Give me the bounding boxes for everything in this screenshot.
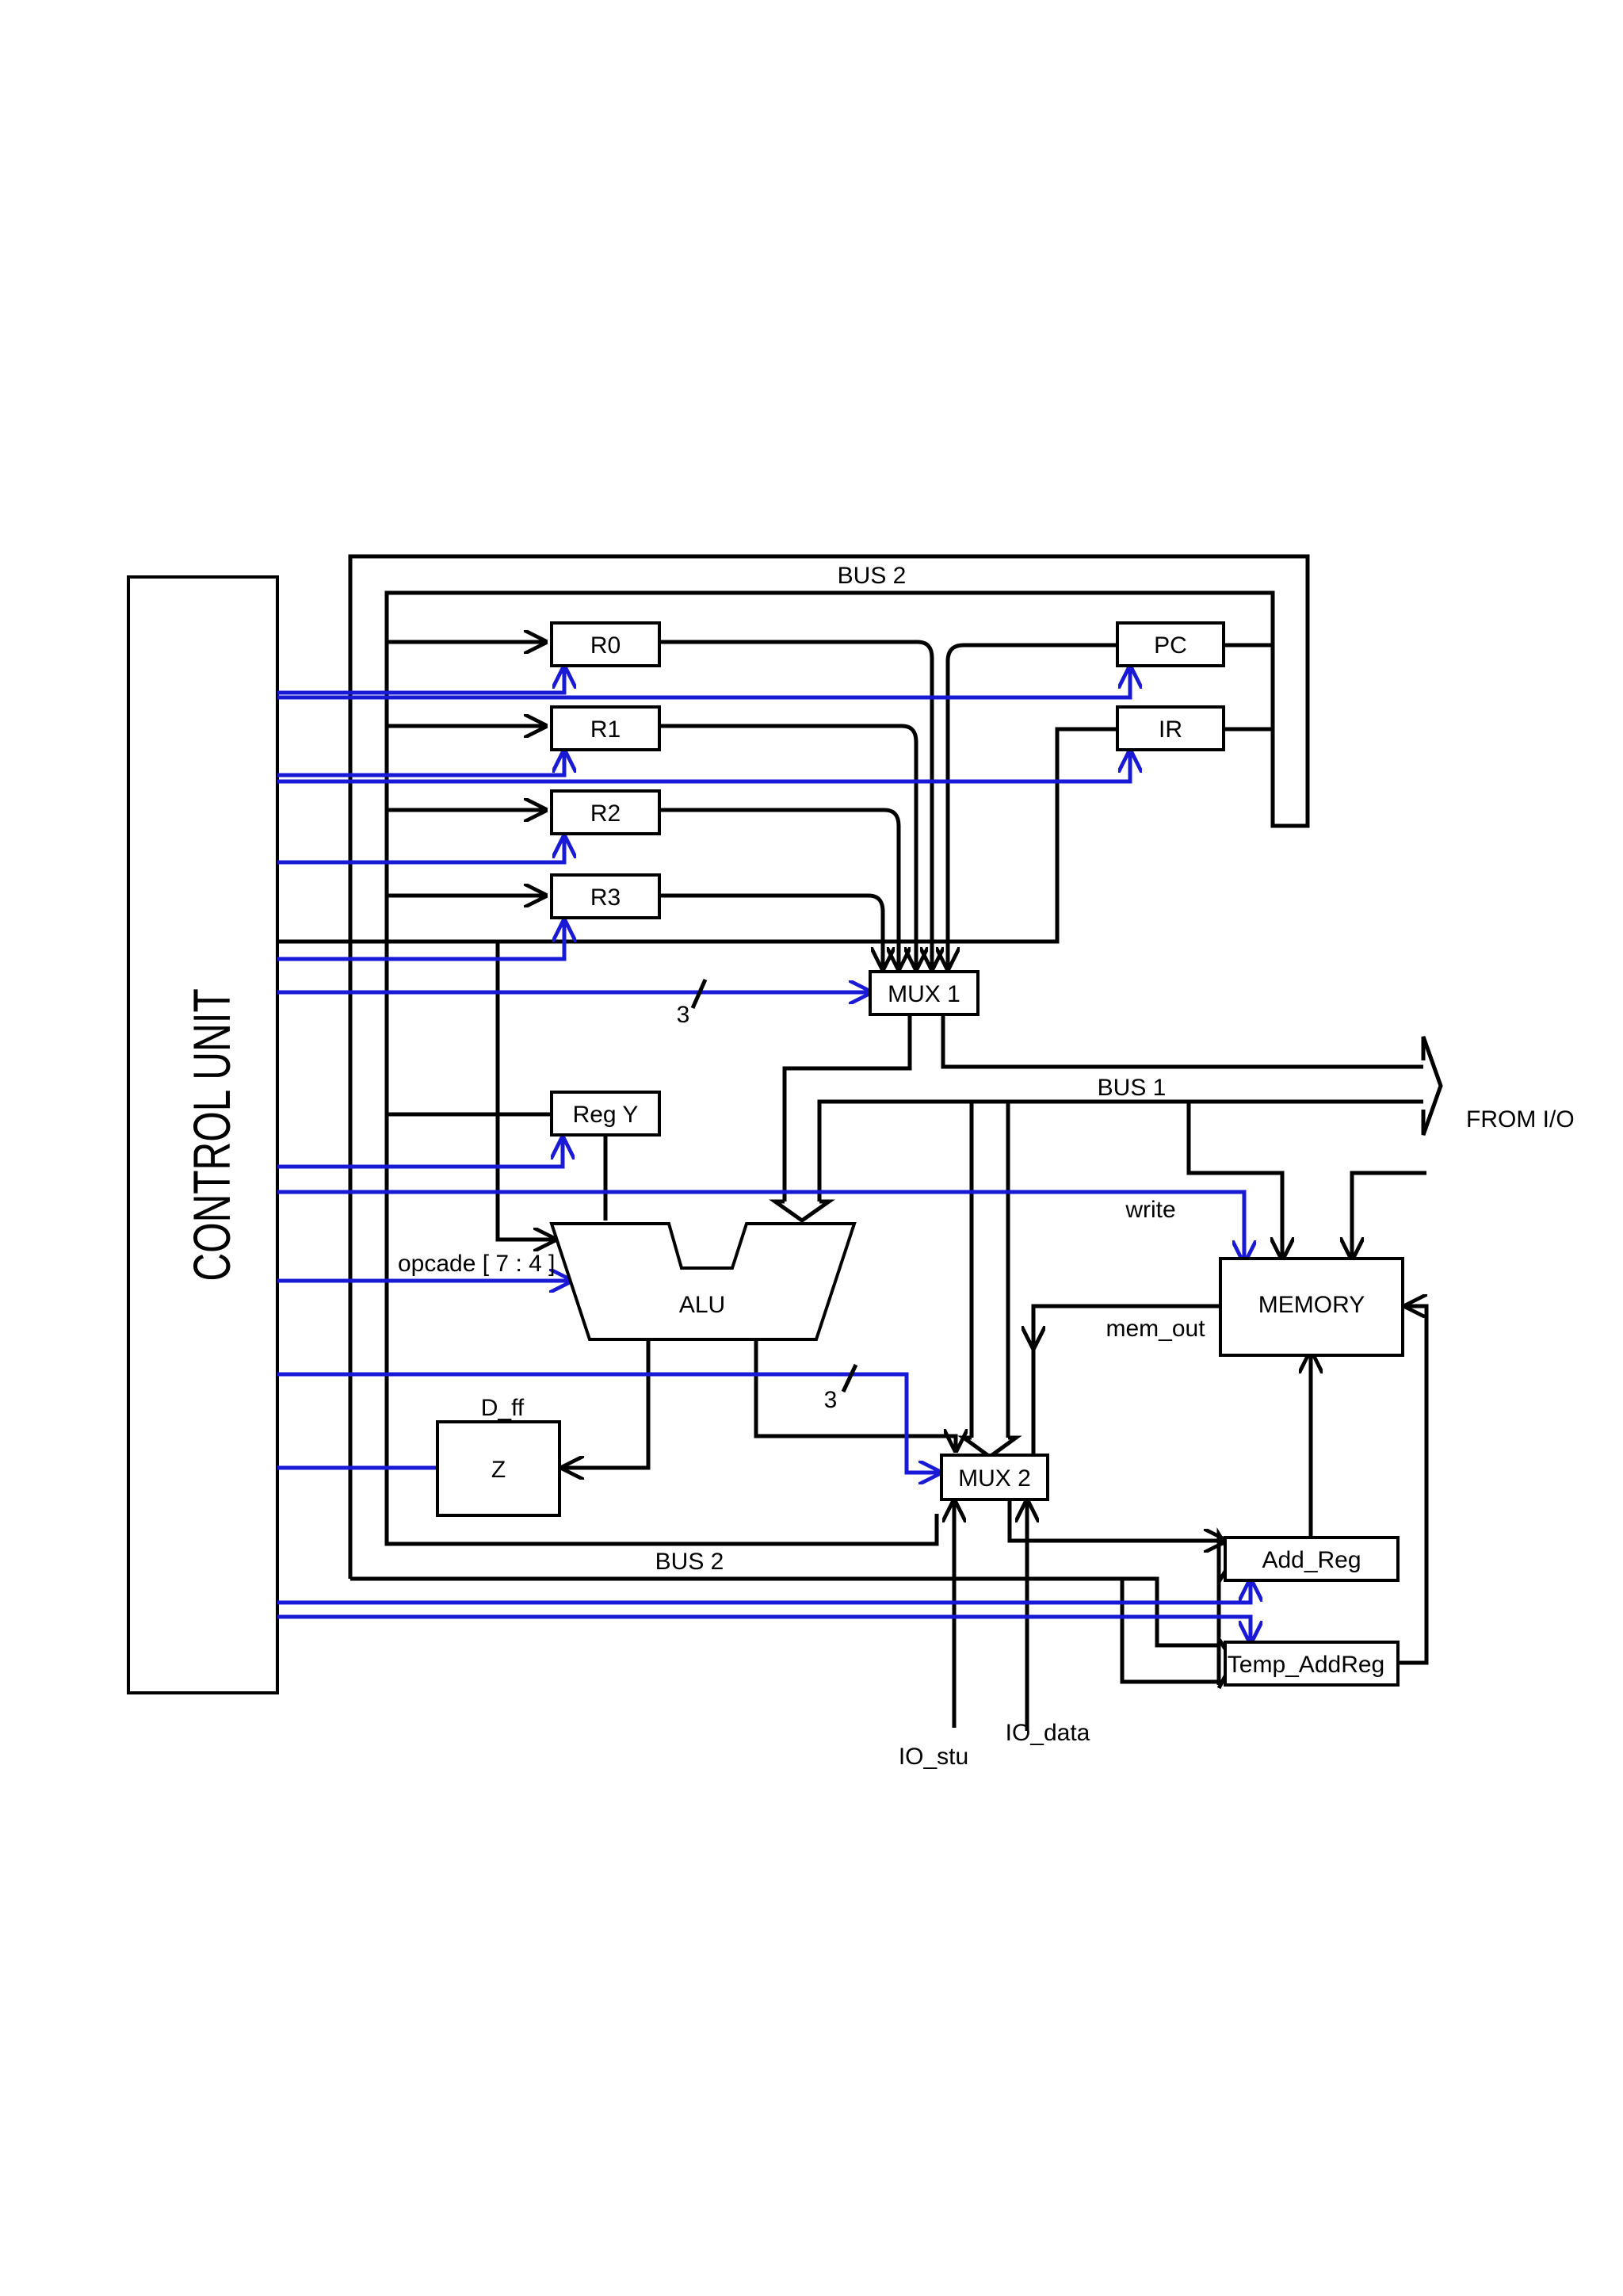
mem-out-label: mem_out xyxy=(1106,1316,1205,1342)
r1-label: R1 xyxy=(590,716,621,743)
alu: ALU xyxy=(549,1222,857,1341)
mux1: MUX 1 xyxy=(869,970,980,1016)
io-stu-label: IO_stu xyxy=(899,1744,968,1770)
register-temp-addreg: Temp_AddReg xyxy=(1224,1641,1400,1687)
register-r0: R0 xyxy=(550,621,661,667)
control-signals xyxy=(277,667,1251,1642)
register-r1: R1 xyxy=(550,705,661,751)
mux1-width-label: 3 xyxy=(677,1002,690,1028)
r3-label: R3 xyxy=(590,884,621,911)
mux2-width-label: 3 xyxy=(824,1387,838,1413)
bus2-loop xyxy=(348,554,1310,1684)
write-label: write xyxy=(1125,1197,1175,1223)
mux2: MUX 2 xyxy=(940,1454,1049,1501)
dff-label: D_ff xyxy=(481,1395,525,1421)
register-r3: R3 xyxy=(550,873,661,919)
bus2-top-label: BUS 2 xyxy=(838,563,907,589)
z-label: Z xyxy=(491,1457,506,1483)
add-reg-label: Add_Reg xyxy=(1262,1547,1361,1573)
register-add-reg: Add_Reg xyxy=(1224,1536,1400,1582)
bus2-bottom-label: BUS 2 xyxy=(655,1549,724,1575)
r0-label: R0 xyxy=(590,632,621,659)
register-ir: IR xyxy=(1116,705,1225,751)
bus2-feeds xyxy=(387,642,1273,1117)
r2-label: R2 xyxy=(590,800,621,827)
mux2-width-slash xyxy=(841,1363,858,1393)
alu-paths xyxy=(563,1135,1429,1731)
memory: MEMORY xyxy=(1219,1257,1404,1357)
mux1-inputs xyxy=(277,640,1117,1240)
control-unit: CONTROL UNIT xyxy=(127,575,279,1694)
bus1-label: BUS 1 xyxy=(1098,1075,1167,1101)
alu-label: ALU xyxy=(679,1292,725,1318)
register-regy: Reg Y xyxy=(550,1091,661,1137)
opcade-label: opcade [ 7 : 4 ] xyxy=(398,1251,555,1277)
from-io-label: FROM I/O xyxy=(1466,1106,1575,1133)
register-z: Z xyxy=(436,1420,561,1517)
mux1-label: MUX 1 xyxy=(888,981,960,1007)
io-data-label: IO_data xyxy=(1006,1720,1090,1746)
pc-label: PC xyxy=(1154,632,1187,659)
mux1-width-slash xyxy=(690,978,708,1010)
control-unit-label: CONTROL UNIT xyxy=(183,988,242,1281)
register-pc: PC xyxy=(1116,621,1225,667)
register-r2: R2 xyxy=(550,789,661,835)
ir-label: IR xyxy=(1159,716,1182,743)
mux2-label: MUX 2 xyxy=(958,1465,1031,1492)
regy-label: Reg Y xyxy=(573,1102,639,1128)
temp-addreg-label: Temp_AddReg xyxy=(1228,1652,1384,1678)
memory-label: MEMORY xyxy=(1258,1292,1365,1318)
